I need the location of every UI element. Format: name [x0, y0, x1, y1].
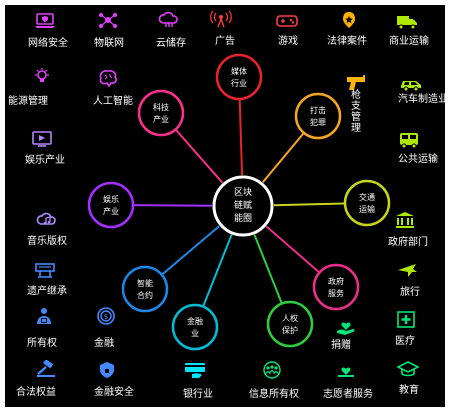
- gamepad-icon: [276, 15, 298, 27]
- network-icon: [99, 13, 117, 28]
- spoke-tech-line-2: 产业: [153, 114, 169, 124]
- heart-hand-icon: [338, 367, 354, 377]
- item-transit-label: 公共运输: [398, 154, 438, 165]
- spoke-traffic-line-1: 交通: [359, 192, 375, 202]
- item-info-label: 信息所有权: [249, 389, 299, 400]
- screen-icon: [32, 131, 52, 147]
- item-freight-label: 商业运输: [389, 36, 429, 47]
- people-icon: [263, 361, 281, 379]
- spoke-line-traffic: [273, 202, 345, 207]
- center-line-1: 区块: [234, 186, 252, 198]
- spoke-contract-line-1: 智能: [137, 278, 153, 288]
- spoke-crime-line-2: 犯罪: [310, 117, 326, 127]
- bank-card-icon: [185, 363, 205, 378]
- spoke-media-line-2: 行业: [231, 78, 247, 88]
- item-law-label: 法律案件: [327, 36, 367, 47]
- item-volunteer-label: 志愿者服务: [323, 389, 373, 400]
- item-guns-label: 枪支管理: [351, 90, 361, 134]
- item-cloud-label: 云储存: [156, 38, 186, 49]
- spoke-crime-line-1: 打击: [310, 105, 326, 115]
- spoke-traffic-line-2: 运输: [359, 204, 375, 214]
- spoke-line-ent: [133, 204, 213, 207]
- spoke-finance: 金融 业: [171, 303, 219, 351]
- spoke-tech-line-1: 科技: [153, 102, 169, 112]
- item-energy-label: 能源管理: [8, 96, 48, 107]
- broadcast-icon: [210, 10, 232, 28]
- gun-icon: [347, 75, 365, 90]
- item-ads-label: 广告: [215, 36, 235, 47]
- center-hub: 区块 链赋 能圈: [212, 175, 274, 237]
- spoke-ent-line-2: 产业: [103, 206, 119, 216]
- item-music-label: 音乐版权: [27, 236, 67, 247]
- spoke-crime: 打击 犯罪: [294, 92, 342, 140]
- spokes-layer: [133, 99, 345, 306]
- spoke-rights-line-1: 人权: [282, 313, 298, 323]
- spoke-ent: 娱乐 产业: [87, 181, 135, 229]
- spoke-rights-line-2: 保护: [282, 325, 298, 335]
- item-ownership-label: 所有权: [27, 338, 57, 349]
- center-line-3: 能圈: [234, 212, 252, 224]
- car-icon: [401, 81, 421, 92]
- spoke-media-line-1: 媒体: [231, 66, 247, 76]
- spoke-line-media: [238, 99, 244, 176]
- cloud-icon: [158, 11, 178, 27]
- spoke-gov-line-1: 政府: [328, 276, 344, 286]
- item-ent-industry-label: 娱乐产业: [25, 155, 65, 166]
- item-legal-label: 合法权益: [16, 387, 56, 398]
- spoke-line-crime: [262, 133, 305, 183]
- spoke-tech: 科技 产业: [137, 89, 185, 137]
- item-fin-sec-label: 金融安全: [94, 387, 134, 398]
- coins-icon: $: [97, 307, 115, 325]
- spoke-finance-line-2: 业: [191, 328, 199, 338]
- item-net-security-label: 网络安全: [28, 38, 68, 49]
- item-iot-label: 物联网: [94, 38, 124, 49]
- diagram-canvas: 区块 链赋 能圈 媒体 行业 打击 犯罪 交通 运输 政府 服务 人权 保护 金…: [5, 5, 445, 407]
- user-lock-icon: [37, 308, 51, 324]
- bus-icon: [400, 133, 418, 149]
- item-ai-label: 人工智能: [93, 96, 133, 107]
- item-medical-label: 医疗: [395, 336, 415, 347]
- building-icon: [396, 212, 414, 228]
- svg-text:$: $: [104, 313, 108, 321]
- register-icon: [35, 263, 55, 278]
- gavel-icon: [37, 360, 55, 377]
- shield-icon: [100, 362, 114, 378]
- blockchain-wheel-diagram: 区块 链赋 能圈 媒体 行业 打击 犯罪 交通 运输 政府 服务 人权 保护 金…: [87, 53, 391, 351]
- music-cloud-icon: [36, 212, 56, 225]
- spoke-line-gov: [265, 225, 320, 273]
- spoke-finance-line-1: 金融: [187, 316, 203, 326]
- spoke-contract-line-2: 合约: [137, 290, 153, 300]
- item-auto-label: 汽车制造业: [398, 94, 445, 105]
- item-fin-label: 金融: [94, 338, 114, 349]
- item-donate-label: 捐赠: [331, 340, 351, 351]
- spoke-line-finance: [202, 234, 233, 306]
- laptop-shield-icon: [35, 13, 55, 28]
- mortarboard-icon: [397, 361, 419, 377]
- spoke-line-tech: [175, 129, 224, 184]
- medical-kit-icon: [397, 311, 415, 328]
- spoke-gov-line-2: 服务: [328, 288, 344, 298]
- item-games-label: 游戏: [278, 36, 298, 47]
- item-gov-dept-label: 政府部门: [388, 237, 428, 248]
- bulb-icon: [35, 68, 49, 82]
- hand-heart-icon: [337, 322, 355, 335]
- item-travel-label: 旅行: [400, 287, 420, 298]
- item-edu-label: 教育: [399, 385, 419, 396]
- spoke-rights: 人权 保护: [266, 300, 314, 348]
- spoke-ent-line-1: 娱乐: [103, 194, 119, 204]
- brain-icon: [99, 70, 118, 87]
- spoke-line-contract: [161, 225, 220, 275]
- spoke-media: 媒体 行业: [215, 53, 263, 101]
- badge-icon: [343, 12, 355, 28]
- center-line-2: 链赋: [234, 199, 252, 211]
- spoke-line-rights: [253, 234, 283, 304]
- plane-icon: [398, 264, 417, 277]
- spoke-gov: 政府 服务: [312, 263, 360, 311]
- spoke-traffic: 交通 运输: [343, 179, 391, 227]
- item-bank-label: 银行业: [183, 389, 213, 400]
- spoke-contract: 智能 合约: [121, 265, 169, 313]
- item-inherit-label: 遗产继承: [27, 286, 67, 297]
- truck-icon: [397, 16, 417, 30]
